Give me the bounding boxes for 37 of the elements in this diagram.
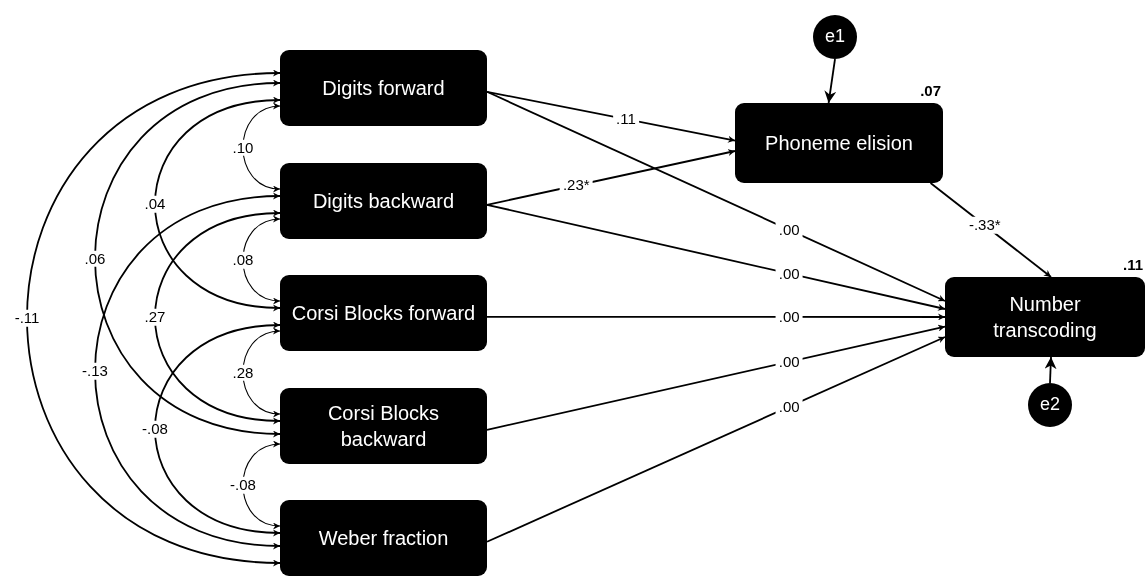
coefficient-label: -.08: [227, 476, 259, 494]
variable-label: Digits backward: [312, 189, 455, 214]
variable-label: e1: [825, 25, 845, 49]
covariance-arrow: [94, 193, 281, 549]
variable-label: Weber fraction: [318, 526, 449, 551]
covariance-arrow: [154, 97, 281, 311]
path-arrow: [486, 203, 946, 311]
variable-box: [280, 163, 487, 239]
variable-box: [280, 500, 487, 576]
variable-label: e2: [1040, 393, 1060, 417]
covariance-arrow: [154, 210, 281, 424]
r-squared-value: .11: [1122, 256, 1143, 273]
path-arrow: [1044, 356, 1057, 384]
variable-box: [280, 50, 487, 126]
path-arrow: [486, 313, 946, 321]
error-term-circle: [1028, 383, 1072, 427]
coefficient-label: .00: [775, 221, 803, 239]
path-arrow: [486, 324, 946, 431]
coefficient-label: .00: [775, 398, 803, 415]
coefficient-label: -.13: [79, 362, 111, 380]
variable-label: Phoneme elision: [765, 131, 913, 156]
path-arrow: [486, 336, 946, 543]
variable-label: Number transcoding: [992, 292, 1098, 343]
covariance-arrow: [26, 70, 281, 566]
variable-box: [280, 388, 487, 464]
covariance-arrow: [154, 322, 281, 536]
path-arrow: [486, 90, 736, 143]
path-arrow: [486, 90, 946, 302]
variable-label: Corsi Blocks forward: [291, 301, 476, 326]
covariance-arrow: [94, 80, 281, 437]
variable-label: Corsi Blocks backward: [326, 401, 441, 452]
coefficient-label: -.08: [139, 420, 171, 438]
error-term-circle: [813, 15, 857, 59]
r-squared-value: .07: [920, 82, 941, 99]
path-arrow: [824, 58, 837, 104]
variable-box: [280, 275, 487, 351]
variable-label: Digits forward: [322, 76, 445, 101]
